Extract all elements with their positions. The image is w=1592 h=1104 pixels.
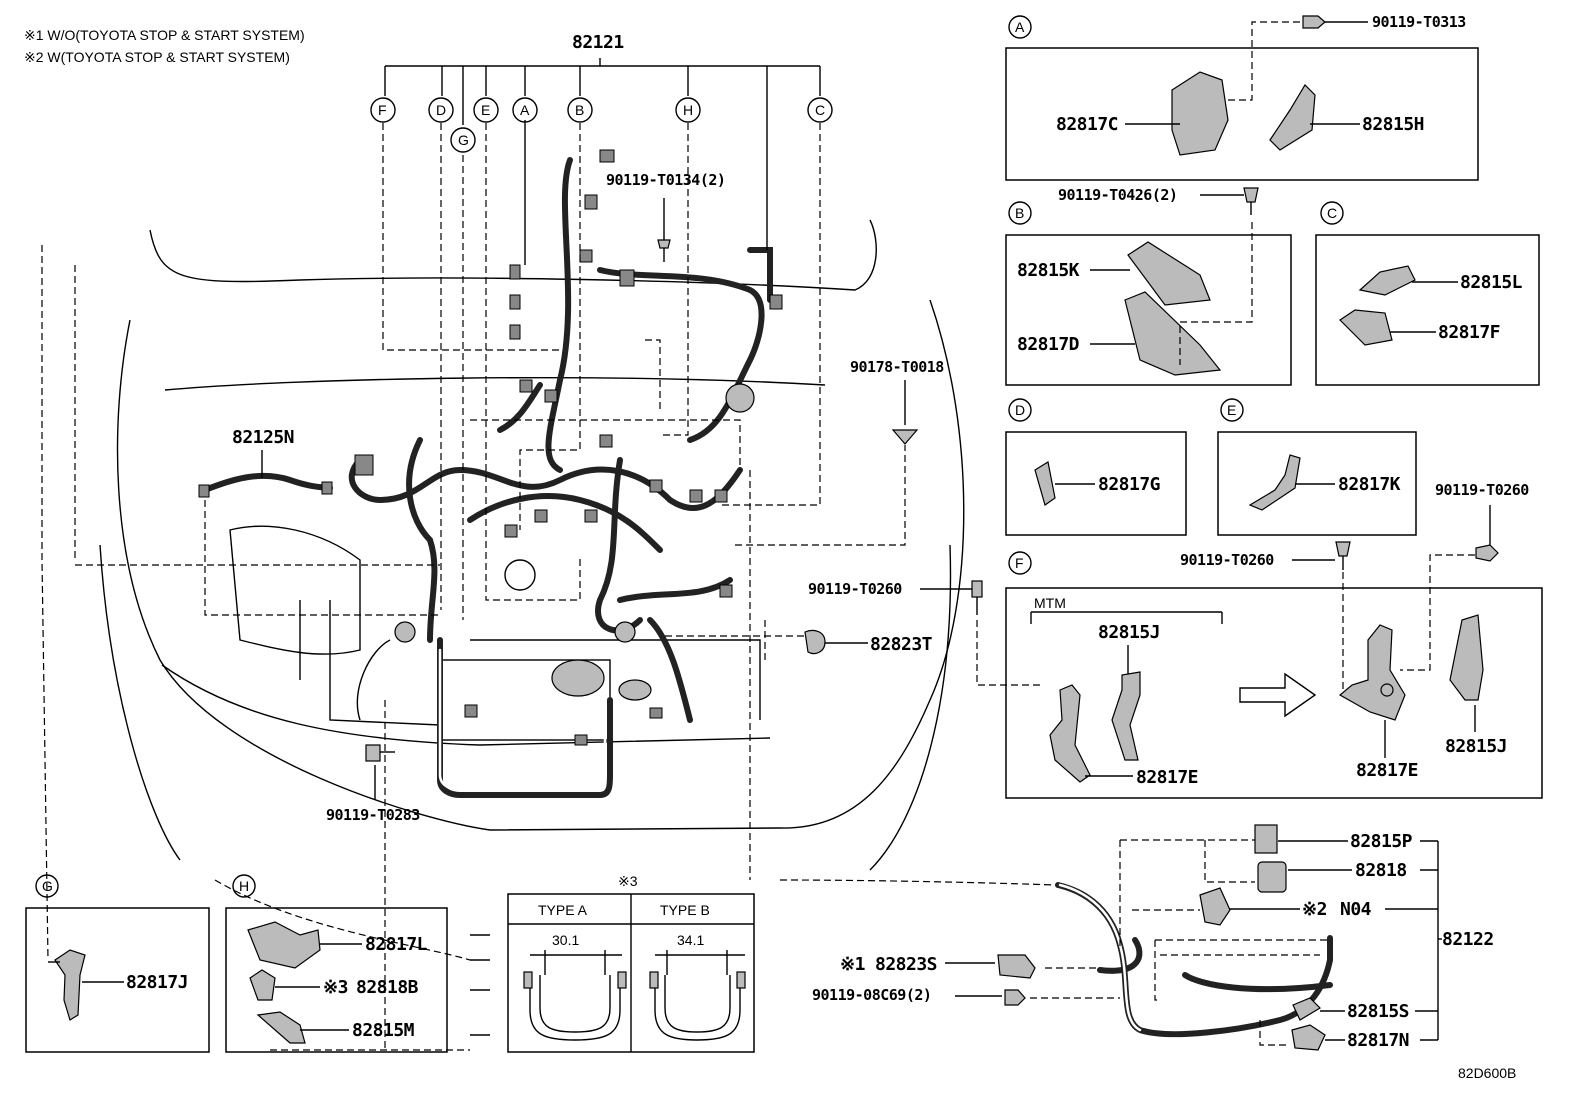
callout-d: D	[428, 97, 454, 123]
dim-30-1: 30.1	[552, 932, 579, 948]
label-mtm: MTM	[1034, 595, 1066, 611]
callout-circle	[512, 97, 538, 123]
label-82815M: 82815M	[352, 1020, 415, 1041]
label-82823T: 82823T	[870, 634, 933, 655]
label-82815P: 82815P	[1350, 831, 1413, 852]
harness-82121-callout: 82121	[384, 32, 821, 265]
label-82815K: 82815K	[1017, 260, 1080, 281]
section-e-letter: E	[1227, 402, 1236, 418]
label-82122: 82122	[1442, 929, 1494, 950]
label-82817C: 82817C	[1056, 114, 1118, 135]
label-90119-T0134: 90119-T0134(2)	[606, 171, 725, 189]
label-82818B: 82818B	[356, 977, 419, 998]
section-a: A 90119-T0313 82817C 82815H 90119-T0426(…	[1005, 13, 1479, 215]
label-90119-T0283: 90119-T0283	[326, 806, 420, 824]
sub-harness-82122: 82815P 82818 ※2 N04 82122 ※1 82823S 9011…	[779, 824, 1494, 1051]
section-h: H 82817L ※3 82818B 82815M	[225, 874, 448, 1053]
callout-b: B	[567, 97, 593, 123]
section-d-letter: D	[1015, 402, 1025, 418]
callout-h: H	[675, 97, 701, 123]
engine-bay-outline	[41, 219, 965, 1051]
section-g-letter: G	[42, 878, 53, 894]
callout-letter: G	[458, 132, 469, 148]
label-82823S: 82823S	[875, 954, 937, 975]
callout-circle	[807, 97, 833, 123]
main-harness-wires	[202, 157, 773, 798]
section-f: F MTM 82815J 82817E 82817E 82815J	[1005, 551, 1543, 799]
callout-e: E	[473, 97, 499, 123]
label-82815J-mtm: 82815J	[1098, 622, 1160, 643]
note-2: ※2 W(TOYOTA STOP & START SYSTEM)	[24, 49, 290, 65]
section-e: E 82817K 90119-T0260 90119-T0260	[1180, 398, 1530, 570]
label-90178-T0018: 90178-T0018	[850, 358, 944, 376]
callout-c: C	[807, 97, 833, 123]
section-d: D 82817G	[1005, 398, 1187, 536]
label-type-a: TYPE A	[538, 902, 588, 918]
mark-3-82818B: ※3	[323, 977, 348, 998]
label-82817F: 82817F	[1438, 322, 1500, 343]
callout-letter: A	[520, 102, 530, 118]
section-c-letter: C	[1327, 205, 1337, 221]
callout-circle	[567, 97, 593, 123]
main-connectors	[198, 149, 783, 746]
label-82815J-right: 82815J	[1445, 736, 1507, 757]
callout-circle	[428, 97, 454, 123]
callout-letter: B	[575, 102, 584, 118]
label-82817G: 82817G	[1098, 474, 1160, 495]
label-82817E-mtm: 82817E	[1136, 767, 1198, 788]
label-90119-T0260-right: 90119-T0260	[1435, 481, 1529, 499]
label-82815S: 82815S	[1347, 1001, 1409, 1022]
label-90119-08C69: 90119-08C69(2)	[812, 986, 931, 1004]
label-82817N: 82817N	[1347, 1030, 1409, 1051]
label-90119-T0313: 90119-T0313	[1372, 13, 1466, 31]
callout-circle	[450, 127, 476, 153]
section-h-letter: H	[239, 878, 249, 894]
callout-g: G	[450, 127, 476, 153]
callout-letter: F	[378, 102, 387, 118]
label-82125N: 82125N	[232, 427, 294, 448]
label-N04: N04	[1340, 899, 1372, 920]
callout-circle	[370, 97, 396, 123]
label-82815L: 82815L	[1460, 272, 1523, 293]
label-82121: 82121	[572, 32, 624, 53]
section-g: G 82817J	[25, 874, 210, 1053]
label-90119-T0260-below: 90119-T0260	[1180, 551, 1274, 569]
section-callouts: F DGE A B H C	[370, 97, 833, 153]
callout-letter: H	[683, 102, 693, 118]
label-82817E-right: 82817E	[1356, 760, 1418, 781]
callout-letter: E	[481, 102, 490, 118]
label-90119-T0426: 90119-T0426(2)	[1058, 186, 1177, 204]
label-type-b: TYPE B	[660, 902, 710, 918]
diagram-code: 82D600B	[1458, 1065, 1516, 1081]
section-b: B 82815K 82817D	[1005, 201, 1292, 386]
callout-letter: D	[436, 102, 446, 118]
dim-34-1: 34.1	[677, 932, 704, 948]
callout-leaders	[75, 123, 906, 1050]
label-82817L: 82817L	[365, 934, 428, 955]
callout-letter: C	[815, 102, 825, 118]
label-82818: 82818	[1355, 860, 1407, 881]
label-82817J: 82817J	[126, 972, 188, 993]
mark-3: ※3	[618, 873, 638, 889]
section-3: ※3 TYPE A TYPE B 30.1 34.1	[470, 873, 755, 1053]
callout-circle	[473, 97, 499, 123]
callout-a: A	[512, 97, 538, 123]
mark-2-N04: ※2	[1302, 899, 1327, 920]
label-90119-T0260-main: 90119-T0260	[808, 580, 902, 598]
main-part-labels: 90119-T0134(2) 82125N 90178-T0018 90119-…	[232, 171, 1040, 824]
note-1: ※1 W/O(TOYOTA STOP & START SYSTEM)	[24, 27, 305, 43]
section-b-letter: B	[1015, 205, 1024, 221]
label-82817K: 82817K	[1338, 474, 1401, 495]
section-f-letter: F	[1015, 555, 1024, 571]
label-82817D: 82817D	[1017, 334, 1080, 355]
callout-f: F	[370, 97, 396, 123]
label-82815H: 82815H	[1362, 114, 1424, 135]
section-a-letter: A	[1015, 19, 1025, 35]
mark-1-82823S: ※1	[840, 954, 865, 975]
section-c: C 82815L 82817F	[1315, 201, 1540, 386]
callout-circle	[675, 97, 701, 123]
